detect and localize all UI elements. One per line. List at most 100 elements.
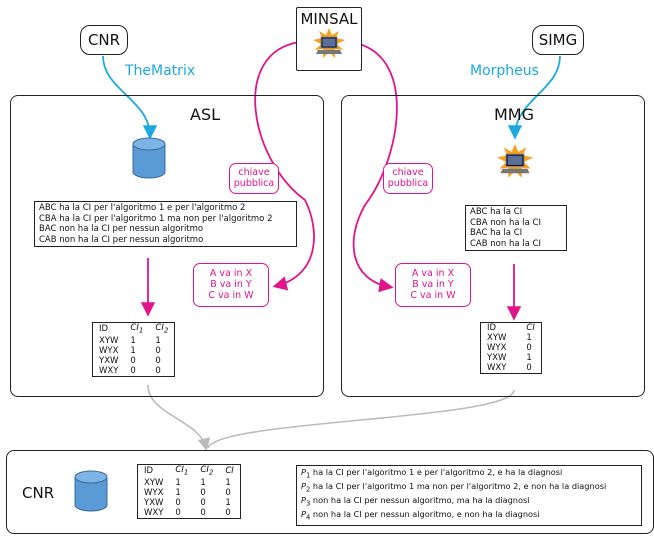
asl-statement: ABC ha la CI per l'algoritmo 1 e per l'a… xyxy=(39,203,246,213)
minsal-node: MINSAL xyxy=(296,7,362,71)
table-cell: WXY xyxy=(487,363,507,373)
mmg-mapping-line: C va in W xyxy=(410,290,456,301)
p-letter: P xyxy=(301,467,306,477)
mmg-key-line: chiave xyxy=(392,167,424,178)
asl-container xyxy=(10,95,324,397)
mmg-statement: BAC ha la CI xyxy=(470,228,523,238)
table-cell: 0 xyxy=(225,507,231,518)
asl-col-ci2: CI2 xyxy=(149,323,174,336)
cnr-statement: P2 ha la CI per l'algoritmo 1 ma non per… xyxy=(301,481,637,495)
mmg-mapping-line: B va in Y xyxy=(412,279,454,290)
minsal-laptop-icon xyxy=(313,28,345,58)
p-text: ha la CI per l'algoritmo 1 e per l'algor… xyxy=(310,467,563,477)
mmg-mapping-line: A va in X xyxy=(411,268,455,279)
cnr-col-id: ID xyxy=(144,466,154,477)
cnr-statement: P3 non ha la CI per nessun algoritmo, ma… xyxy=(301,495,637,509)
minsal-label: MINSAL xyxy=(300,10,358,28)
table-cell: 0 xyxy=(200,497,206,508)
asl-mapping-line: C va in W xyxy=(208,290,254,301)
table-cell: YXW xyxy=(144,497,164,508)
mmg-laptop-icon xyxy=(497,144,533,178)
mmg-statement: CAB non ha la CI xyxy=(470,238,541,249)
table-cell: 0 xyxy=(526,343,532,353)
cnr-node-label: CNR xyxy=(87,31,121,49)
table-cell: XYW xyxy=(99,335,119,346)
asl-mapping-line: B va in Y xyxy=(210,279,252,290)
p-sub: 3 xyxy=(305,499,311,508)
p-sub: 2 xyxy=(305,485,311,494)
mmg-statements: ABC ha la CI CBA non ha la CI BAC ha la … xyxy=(465,205,567,251)
table-cell: 0 xyxy=(200,487,206,498)
table-cell: WYX xyxy=(99,345,119,356)
table-cell: 1 xyxy=(526,353,532,363)
ci-sub: 2 xyxy=(163,325,169,335)
asl-key-line: chiave xyxy=(238,167,270,178)
cnr-col-ci: CI xyxy=(225,466,234,477)
ci-text: CI xyxy=(175,465,184,475)
mmg-col-ci: CI xyxy=(526,323,535,333)
mmg-container xyxy=(341,95,645,397)
table-cell: 0 xyxy=(526,363,532,373)
ci-sub: 1 xyxy=(138,325,144,335)
arrow-minsal-to-asl-mapping xyxy=(254,41,315,291)
table-cell: 0 xyxy=(155,365,161,376)
mmg-statement: CBA non ha la CI xyxy=(470,217,541,228)
table-cell: 1 xyxy=(175,487,181,498)
mmg-mapping: A va in X B va in Y C va in W xyxy=(395,263,471,307)
asl-col-ci1: CI1 xyxy=(124,323,149,336)
cnr-col-ci1: CI1 xyxy=(169,465,194,478)
table-cell: 1 xyxy=(155,335,161,346)
p-sub: 1 xyxy=(305,471,311,480)
mmg-public-key: chiave pubblica xyxy=(383,163,433,194)
mmg-key-line: pubblica xyxy=(387,178,429,189)
asl-col-id: ID xyxy=(99,324,109,335)
mmg-title: MMG xyxy=(494,105,535,124)
table-cell: 1 xyxy=(225,497,231,508)
p-text: non ha la CI per nessun algoritmo, ma ha… xyxy=(310,495,530,506)
table-row: YXW 0 0 1 xyxy=(138,498,241,508)
asl-public-key: chiave pubblica xyxy=(229,163,279,194)
table-cell: WYX xyxy=(487,343,507,353)
cnr-statements: P1 ha la CI per l'algoritmo 1 e per l'al… xyxy=(296,465,642,526)
table-cell: XYW xyxy=(144,477,164,488)
table-cell: 0 xyxy=(175,507,181,518)
table-cell: 0 xyxy=(155,345,161,356)
table-cell: 0 xyxy=(130,355,136,366)
p-text: non ha la CI per nessun algoritmo, e non… xyxy=(310,509,540,520)
ci-text: CI xyxy=(200,465,209,475)
mmg-col-id: ID xyxy=(487,323,497,333)
ci-sub: 2 xyxy=(208,467,214,477)
table-row: WYX 1 0 xyxy=(93,346,175,356)
ci-text: CI xyxy=(155,323,164,333)
table-cell: 0 xyxy=(130,365,136,376)
table-cell: YXW xyxy=(99,355,119,366)
asl-title: ASL xyxy=(190,105,221,124)
table-cell: WXY xyxy=(144,507,164,518)
p-text: ha la CI per l'algoritmo 1 ma non per l'… xyxy=(310,481,607,492)
cnr-database-icon xyxy=(74,470,108,512)
simg-node: SIMG xyxy=(532,25,584,55)
table-row: WXY 0 xyxy=(481,363,542,374)
table-cell: 1 xyxy=(130,345,136,356)
cnr-bottom-title: CNR xyxy=(22,484,55,502)
cnr-node-top: CNR xyxy=(80,25,128,55)
simg-label: SIMG xyxy=(538,31,578,49)
asl-mapping: A va in X B va in Y C va in W xyxy=(193,263,269,307)
cnr-statement: P1 ha la CI per l'algoritmo 1 e per l'al… xyxy=(301,467,637,481)
table-cell: 1 xyxy=(175,477,181,488)
table-cell: 1 xyxy=(130,335,136,346)
table-cell: 0 xyxy=(175,497,181,508)
p-letter: P xyxy=(301,481,306,492)
table-cell: 1 xyxy=(225,477,231,488)
asl-statements: ABC ha la CI per l'algoritmo 1 e per l'a… xyxy=(34,201,297,247)
